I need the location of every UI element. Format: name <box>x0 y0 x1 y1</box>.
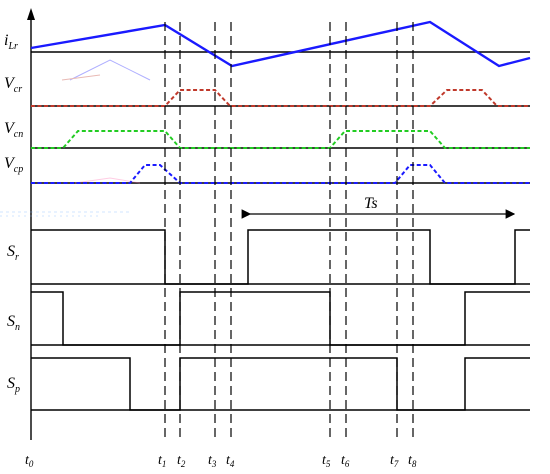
sn-waveform <box>31 291 530 346</box>
vcp-waveform <box>31 164 530 184</box>
time-axis-arrow <box>27 8 35 20</box>
time-label-t1: t1 <box>158 453 166 469</box>
row-label-vcn: Vcn <box>4 120 23 140</box>
row-label-sp: Sp <box>7 375 20 395</box>
sr-waveform <box>31 229 530 285</box>
time-label-t6: t6 <box>341 453 350 469</box>
ilr-waveform <box>30 20 531 68</box>
vcr-waveform <box>31 89 530 107</box>
ts-label: Ts <box>364 195 378 212</box>
time-markers <box>164 22 414 440</box>
time-label-t3: t3 <box>208 453 217 469</box>
time-label-t7: t7 <box>390 453 399 469</box>
row-label-sr: Sr <box>7 243 19 263</box>
row-label-sn: Sn <box>7 313 20 333</box>
time-labels: t0 t1 t2 t3 t4 t5 t6 t7 t8 <box>25 453 417 469</box>
row-labels: iLr Vcr Vcn Vcp Sr Sn Sp <box>4 32 23 395</box>
time-label-t4: t4 <box>226 453 235 469</box>
sp-waveform <box>31 357 530 411</box>
row-label-ilr: iLr <box>4 32 18 52</box>
row-label-vcp: Vcp <box>4 155 23 175</box>
time-label-t2: t2 <box>177 453 186 469</box>
row-label-vcr: Vcr <box>4 75 22 95</box>
time-label-t0: t0 <box>25 453 34 469</box>
faint-artifact <box>0 59 151 217</box>
vcn-waveform <box>31 130 530 149</box>
time-label-t8: t8 <box>408 453 417 469</box>
time-label-t5: t5 <box>322 453 331 469</box>
